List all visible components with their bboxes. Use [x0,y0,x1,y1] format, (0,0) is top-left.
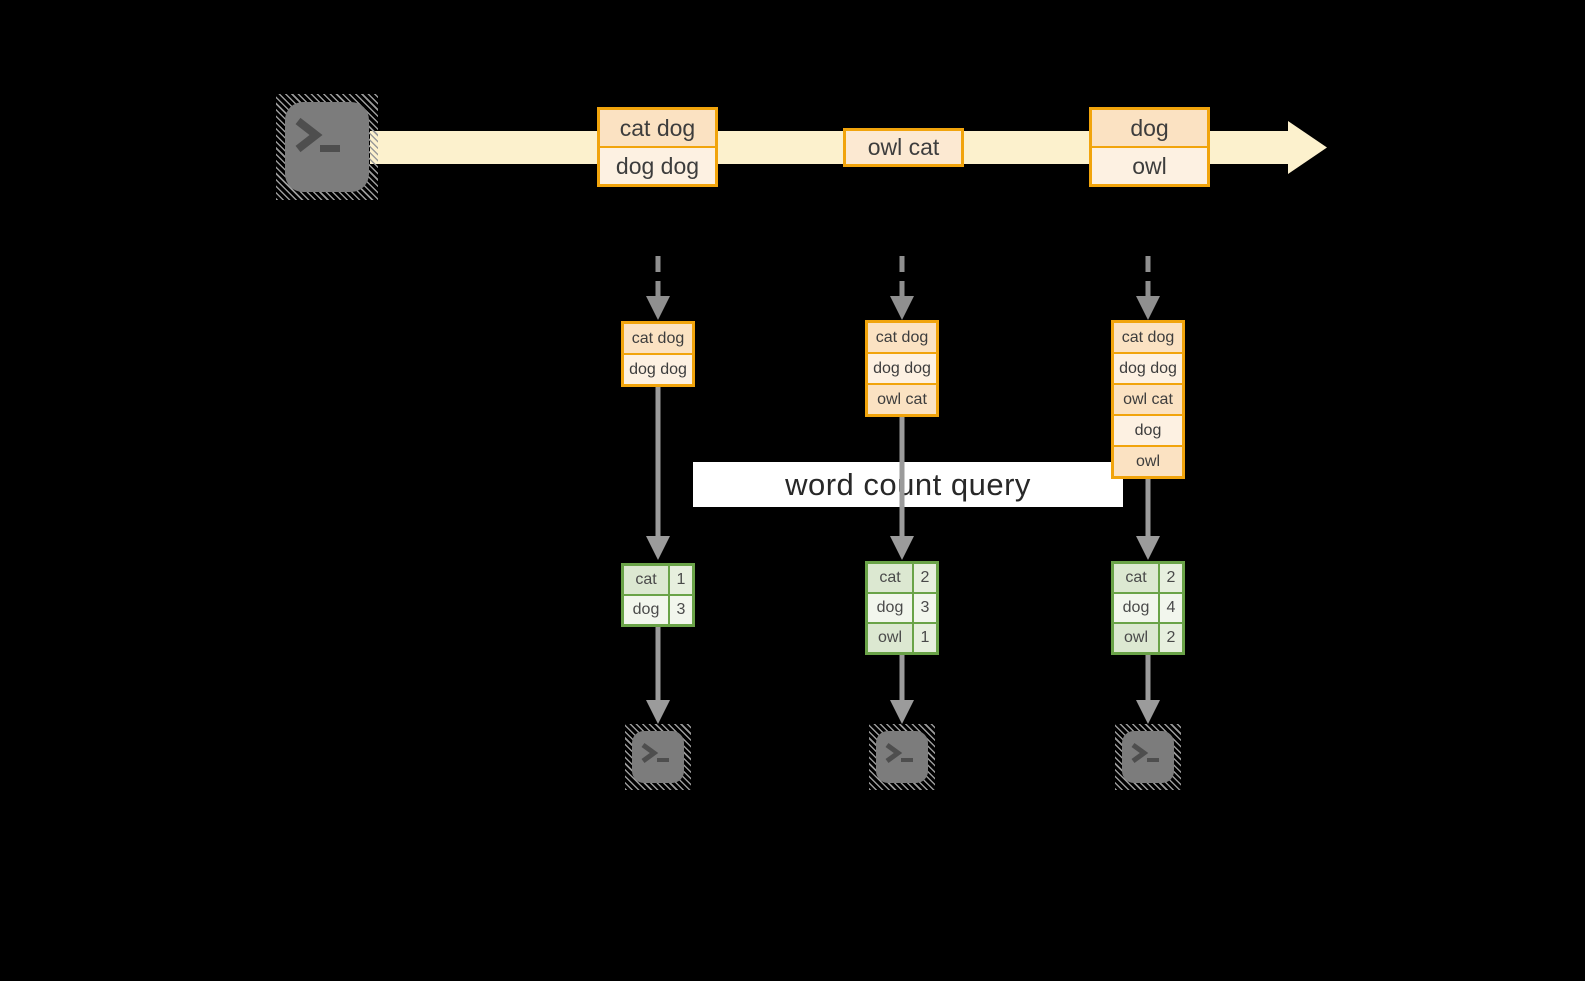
count-cell: 2 [912,564,936,592]
input-line: cat dog [1114,323,1182,352]
query-arrows [646,387,1160,560]
count-row: cat 2 [868,564,936,592]
word-cell: owl [1114,624,1158,652]
input-line: dog dog [868,352,936,383]
count-cell: 4 [1158,594,1182,622]
input-line: owl cat [1114,383,1182,414]
accumulated-input-1: cat dog dog dog [621,321,695,387]
query-label-band: word count query [693,462,1123,507]
count-cell: 3 [912,594,936,622]
word-count-table-2: cat 2 dog 3 owl 1 [865,561,939,655]
word-cell: dog [1114,594,1158,622]
word-cell: dog [868,594,912,622]
prompt-icon [295,117,340,153]
terminal-icon [1122,731,1174,783]
batch-line: owl cat [846,131,961,164]
word-cell: owl [868,624,912,652]
input-line: owl cat [868,383,936,414]
count-row: dog 3 [868,592,936,622]
batch-line: owl [1092,146,1207,184]
prompt-icon [641,742,669,764]
word-cell: dog [624,596,668,624]
count-row: dog 4 [1114,592,1182,622]
count-row: owl 2 [1114,622,1182,652]
word-cell: cat [624,566,668,594]
accumulated-input-3: cat dog dog dog owl cat dog owl [1111,320,1185,479]
count-cell: 1 [912,624,936,652]
count-cell: 1 [668,566,692,594]
terminal-icon [876,731,928,783]
sink-arrows [646,627,1160,724]
prompt-icon [1131,742,1159,764]
word-count-table-1: cat 1 dog 3 [621,563,695,627]
input-line: cat dog [868,323,936,352]
stream-batch-1: cat dog dog dog [597,107,718,187]
input-line: dog [1114,414,1182,445]
batch-line: dog [1092,110,1207,146]
input-line: cat dog [624,324,692,353]
count-cell: 3 [668,596,692,624]
batch-line: cat dog [600,110,715,146]
source-terminal-icon [276,94,378,200]
count-row: cat 1 [624,566,692,594]
count-row: dog 3 [624,594,692,624]
count-row: owl 1 [868,622,936,652]
sink-terminal-icon-3 [1115,724,1181,790]
terminal-icon [285,102,369,192]
sink-terminal-icon-2 [869,724,935,790]
sink-terminal-icon-1 [625,724,691,790]
word-cell: cat [1114,564,1158,592]
input-line: dog dog [624,353,692,384]
query-label: word count query [785,466,1031,502]
word-count-table-3: cat 2 dog 4 owl 2 [1111,561,1185,655]
stream-batch-3: dog owl [1089,107,1210,187]
prompt-icon [885,742,913,764]
count-cell: 2 [1158,624,1182,652]
stream-batch-2: owl cat [843,128,964,167]
count-cell: 2 [1158,564,1182,592]
word-cell: cat [868,564,912,592]
input-line: owl [1114,445,1182,476]
accumulated-input-2: cat dog dog dog owl cat [865,320,939,417]
batch-line: dog dog [600,146,715,184]
dashed-arrows [646,256,1160,320]
input-line: dog dog [1114,352,1182,383]
terminal-icon [632,731,684,783]
count-row: cat 2 [1114,564,1182,592]
